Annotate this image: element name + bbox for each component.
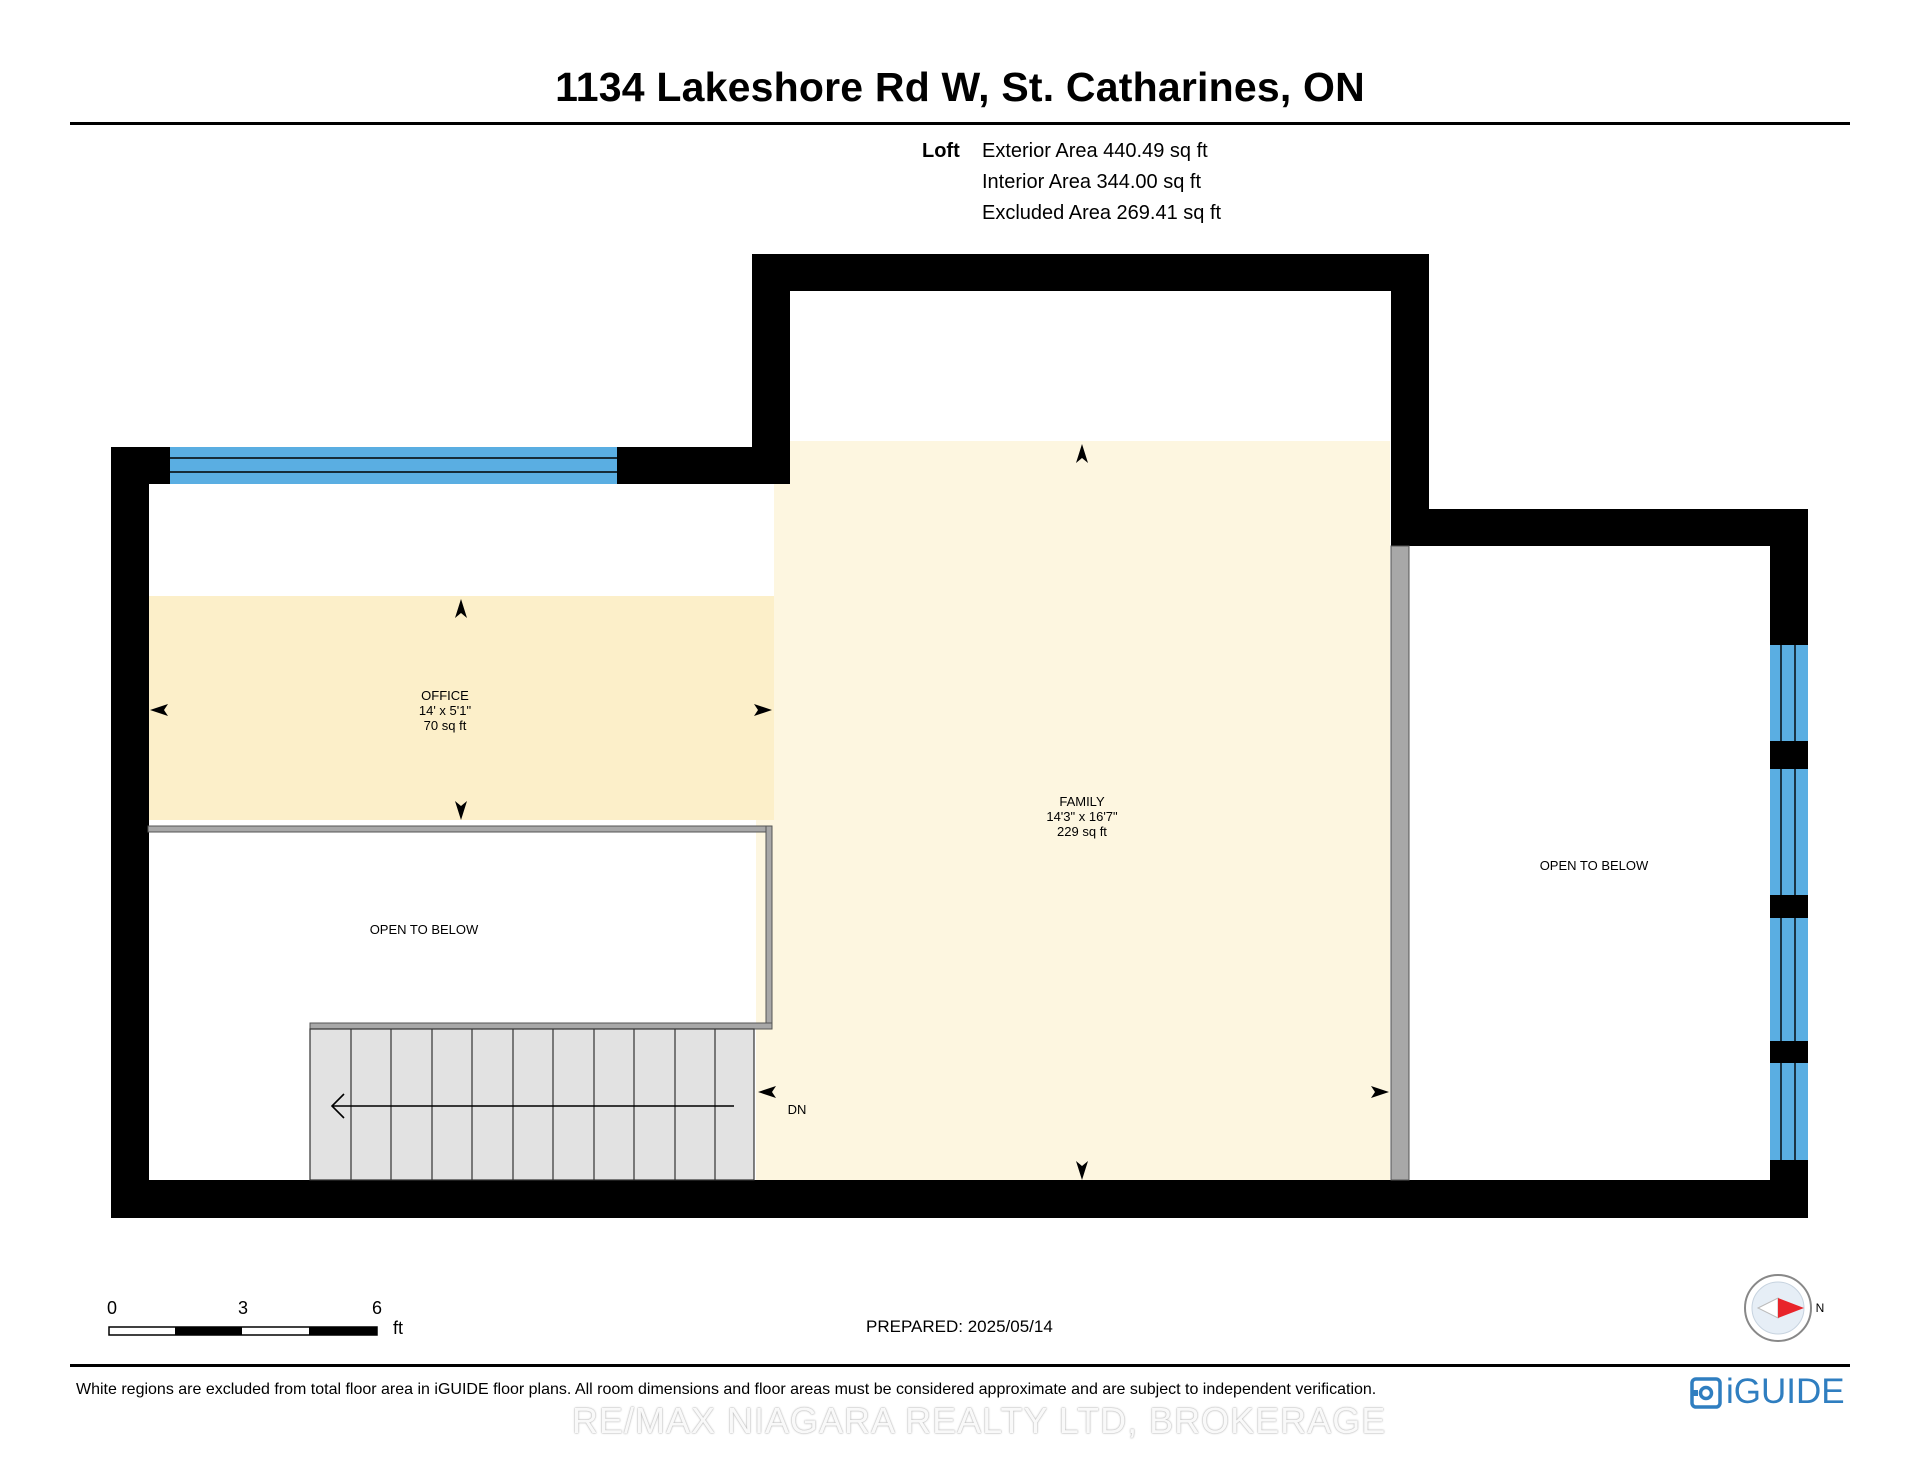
window-right-1 bbox=[1770, 645, 1808, 741]
family-fill bbox=[774, 441, 1390, 1181]
compass-icon bbox=[1744, 1274, 1812, 1342]
stair-down-label: DN bbox=[787, 1102, 807, 1117]
office-dims: 14' x 5'1" bbox=[418, 703, 472, 718]
window-top bbox=[170, 447, 617, 484]
family-name: FAMILY bbox=[1059, 794, 1105, 809]
exterior-area: Exterior Area 440.49 sq ft bbox=[982, 140, 1208, 162]
compass-north-label: N bbox=[1815, 1301, 1825, 1315]
family-area: 229 sq ft bbox=[1057, 824, 1107, 839]
page-title: 1134 Lakeshore Rd W, St. Catharines, ON bbox=[555, 64, 1365, 110]
scale-unit: ft bbox=[392, 1318, 404, 1338]
window-right-2 bbox=[1770, 769, 1808, 895]
family-dims: 14'3" x 16'7" bbox=[1046, 809, 1118, 824]
title-rule bbox=[70, 122, 1850, 125]
scale-tick-6: 6 bbox=[371, 1298, 383, 1318]
iguide-logo-icon bbox=[1690, 1377, 1722, 1409]
footer-rule bbox=[70, 1364, 1850, 1367]
railing-right bbox=[1390, 545, 1410, 1181]
window-right-4 bbox=[1770, 1063, 1808, 1160]
excluded-area: Excluded Area 269.41 sq ft bbox=[982, 202, 1222, 224]
level-name: Loft bbox=[922, 140, 960, 162]
window-right-3 bbox=[1770, 918, 1808, 1041]
iguide-logo: iGUIDE bbox=[1690, 1372, 1845, 1414]
interior-area: Interior Area 344.00 sq ft bbox=[982, 171, 1202, 193]
scale-tick-3: 3 bbox=[237, 1298, 249, 1318]
windows bbox=[170, 447, 1808, 1160]
office-area: 70 sq ft bbox=[423, 718, 467, 733]
exterior-walls bbox=[111, 254, 1808, 1218]
office-fill bbox=[148, 596, 774, 820]
office-label: OFFICE 14' x 5'1" 70 sq ft bbox=[419, 688, 471, 733]
open-to-below-right: OPEN TO BELOW bbox=[1539, 858, 1649, 873]
staircase bbox=[309, 1028, 755, 1181]
office-name: OFFICE bbox=[421, 688, 469, 703]
railing-vertical bbox=[765, 825, 773, 1030]
disclaimer-text: White regions are excluded from total fl… bbox=[76, 1381, 1377, 1398]
scale-tick-0: 0 bbox=[106, 1298, 118, 1318]
iguide-logo-text: iGUIDE bbox=[1726, 1372, 1845, 1411]
dimension-arrows bbox=[150, 444, 1389, 1180]
railing-stair bbox=[309, 1022, 773, 1030]
prepared-date: PREPARED: 2025/05/14 bbox=[866, 1317, 1053, 1336]
open-to-below-left: OPEN TO BELOW bbox=[369, 922, 479, 937]
railings bbox=[147, 545, 1410, 1181]
family-label: FAMILY 14'3" x 16'7" 229 sq ft bbox=[1046, 794, 1117, 839]
scale-bar bbox=[108, 1326, 378, 1336]
brokerage-watermark: RE/MAX NIAGARA REALTY LTD, BROKERAGE bbox=[572, 1400, 1387, 1441]
railing-office bbox=[147, 825, 773, 833]
